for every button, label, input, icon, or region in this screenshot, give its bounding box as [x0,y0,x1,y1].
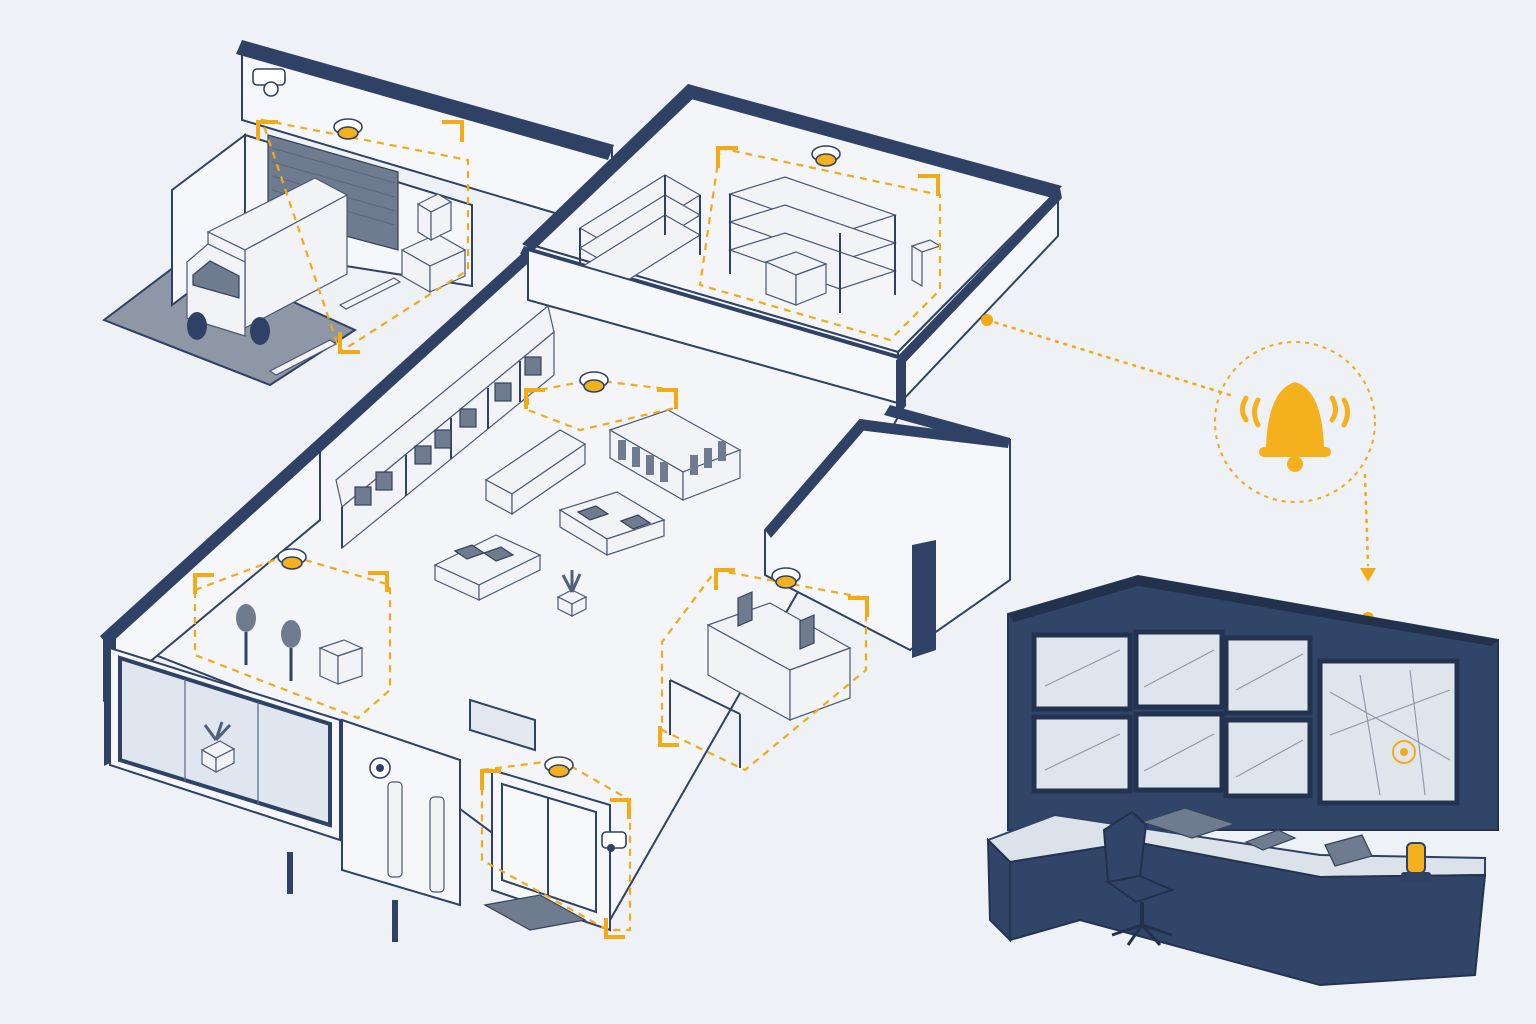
entrance-doors [287,698,611,942]
security-camera-icon [252,68,286,97]
checkout-zone [658,568,869,772]
dome-camera-icon [277,548,307,570]
wall-shelving [335,304,555,550]
dome-camera-icon [544,756,574,778]
warehouse-racks [578,174,942,313]
cctv-monitor-wall [1031,629,1460,806]
office-chair [1102,810,1175,947]
retail-floor [100,248,1011,942]
storefront-window [104,632,341,842]
map-location-pin-icon [1392,740,1416,764]
mannequins [236,604,364,685]
loading-dock-area [101,40,614,387]
dome-camera-icon [811,145,841,167]
pallet-boxes [400,193,467,294]
potted-plant [556,570,588,617]
security-control-room [986,574,1499,987]
emergency-beacon-icon [1401,842,1431,882]
clothing-rack [608,409,742,502]
dome-camera-icon [771,567,801,589]
storefront-zone [193,553,392,720]
security-camera-icon [369,757,391,779]
alarm-bell-icon [1240,382,1350,472]
dome-camera-icon [333,118,363,140]
checkout-counter [669,591,852,768]
alert-flow [981,314,1376,652]
delivery-truck [186,177,349,345]
display-tables [433,429,666,601]
control-desk [986,807,1487,987]
security-camera-icon [601,831,627,852]
loading-dock-zone [256,118,470,354]
dome-camera-icon [579,371,609,393]
storage-zone [698,146,942,342]
